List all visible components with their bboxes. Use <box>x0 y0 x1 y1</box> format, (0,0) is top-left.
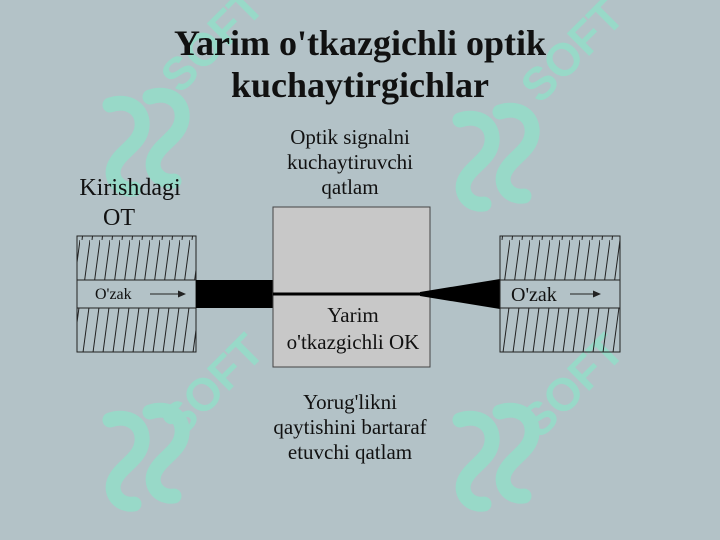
input-fiber-cladding-top <box>76 235 197 281</box>
arrow-right-icon <box>570 290 601 298</box>
slide-title: Yarim o'tkazgichli optik kuchaytirgichla… <box>0 22 720 106</box>
input-fiber: O'zak <box>76 235 197 353</box>
output-fiber-cladding-top <box>499 235 621 281</box>
output-fiber-cladding-bottom <box>499 307 621 353</box>
semiconductor-amplifier-label: Yarim o'tkazgichli OK <box>286 303 420 354</box>
title-line-1: Yarim o'tkazgichli optik <box>173 23 546 63</box>
amplifying-layer-label: Optik signalni kuchaytiruvchi qatlam <box>287 125 413 199</box>
core-left-label: O'zak <box>95 286 132 303</box>
output-taper <box>420 279 500 309</box>
watermark-logo-icon <box>460 110 532 204</box>
reflection-layer-label: Yorug'likni qaytishini bartaraf etuvchi … <box>273 390 427 464</box>
input-fiber-cladding-bottom <box>76 307 197 353</box>
arrow-right-icon <box>150 290 186 298</box>
output-fiber: O'zak <box>499 235 621 353</box>
title-line-2: kuchaytirgichlar <box>231 65 489 105</box>
core-right-label: O'zak <box>511 284 557 306</box>
watermark-logo-icon <box>460 410 532 504</box>
amplifier-block <box>272 206 431 368</box>
input-fiber-label: Kirishdagi OT <box>79 175 181 231</box>
input-coupling-waveguide <box>196 280 273 308</box>
